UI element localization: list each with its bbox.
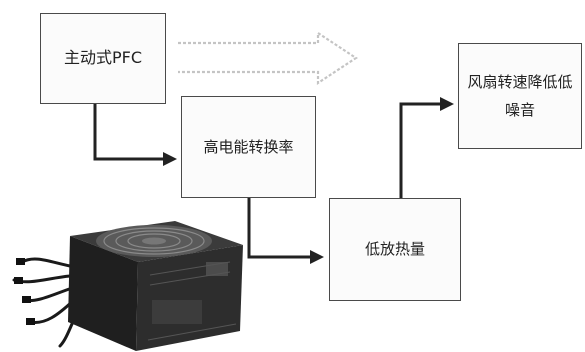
arrow-heat-to-fan	[399, 102, 442, 198]
fan-noise-box: 风扇转速降低低噪音	[458, 43, 582, 149]
high-efficiency-label: 高电能转换率	[203, 137, 294, 156]
low-heat-box: 低放热量	[329, 198, 461, 301]
high-efficiency-box: 高电能转换率	[181, 96, 316, 198]
active-pfc-box: 主动式PFC	[40, 13, 166, 104]
power-supply-unit-icon	[12, 221, 243, 351]
active-pfc-label: 主动式PFC	[63, 48, 143, 68]
low-heat-label: 低放热量	[364, 240, 425, 259]
hollow-arrow-pfc-to-fan	[178, 30, 359, 86]
arrow-pfc-to-efficiency	[93, 104, 165, 161]
fan-noise-label: 风扇转速降低低噪音	[467, 72, 573, 120]
arrowhead-efficiency	[163, 152, 177, 166]
arrowhead-fan	[440, 97, 454, 111]
arrow-efficiency-to-heat	[247, 198, 312, 259]
arrowhead-heat	[310, 250, 324, 264]
